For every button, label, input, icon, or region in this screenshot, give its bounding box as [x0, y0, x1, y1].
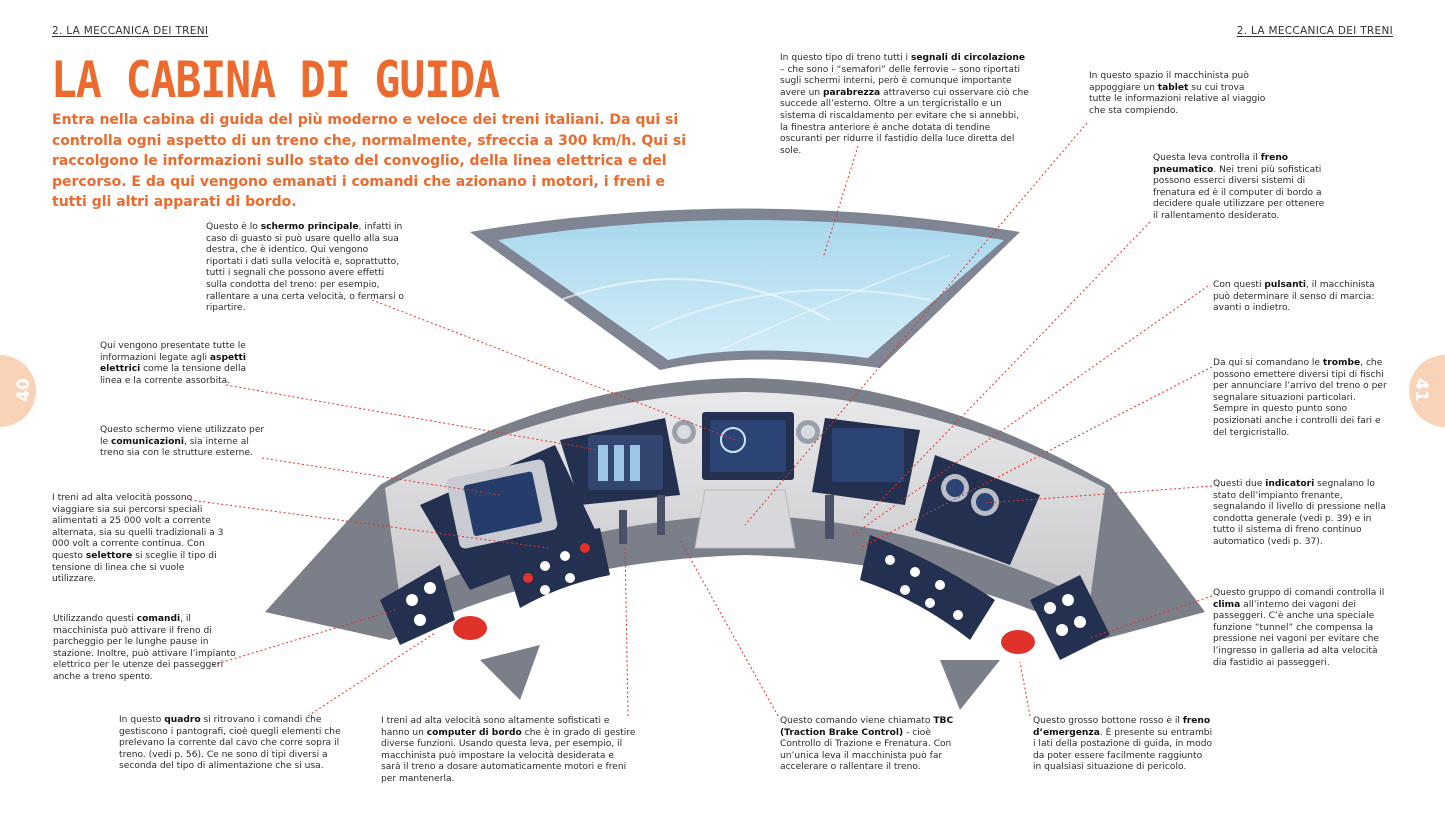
dashboard — [265, 378, 1205, 710]
note-selettore: I treni ad alta velocità possono viaggia… — [52, 493, 224, 585]
note-freno-emergenza: Questo grosso bottone rosso è il freno d… — [1033, 716, 1213, 773]
windshield — [470, 208, 1020, 370]
note-trombe: Da qui si comandano le trombe, che posso… — [1213, 358, 1387, 438]
page-title: LA CABINA DI GUIDA — [51, 52, 500, 110]
note-comandi: Utilizzando questi comandi, il macchinis… — [53, 614, 236, 682]
note-segnali: In questo tipo di treno tutti i segnali … — [780, 53, 1029, 156]
note-clima: Questo gruppo di comandi controlla il cl… — [1213, 588, 1385, 668]
note-tablet: In questo spazio il macchinista può appo… — [1089, 71, 1266, 116]
running-header-left: 2. LA MECCANICA DEI TRENI — [52, 25, 209, 37]
note-schermo-principale: Questo è lo schermo principale, infatti … — [206, 222, 404, 314]
note-quadro: In questo quadro si ritrovano i comandi … — [119, 715, 341, 772]
note-freno-pneumatico: Questa leva controlla il freno pneumatic… — [1153, 153, 1325, 221]
note-comunicazioni: Questo schermo viene utilizzato per le c… — [100, 425, 265, 459]
note-pulsanti: Con questi pulsanti, il macchinista può … — [1213, 280, 1375, 314]
running-header-right: 2. LA MECCANICA DEI TRENI — [1236, 25, 1393, 37]
note-aspetti-elettrici: Qui vengono presentate tutte le informaz… — [100, 341, 247, 386]
note-indicatori: Questi due indicatori segnalano lo stato… — [1213, 479, 1386, 547]
intro-paragraph: Entra nella cabina di guida del più mode… — [52, 112, 687, 210]
note-computer: I treni ad alta velocità sono altamente … — [381, 716, 636, 784]
note-tbc: Questo comando viene chiamato TBC (Tract… — [780, 716, 954, 773]
